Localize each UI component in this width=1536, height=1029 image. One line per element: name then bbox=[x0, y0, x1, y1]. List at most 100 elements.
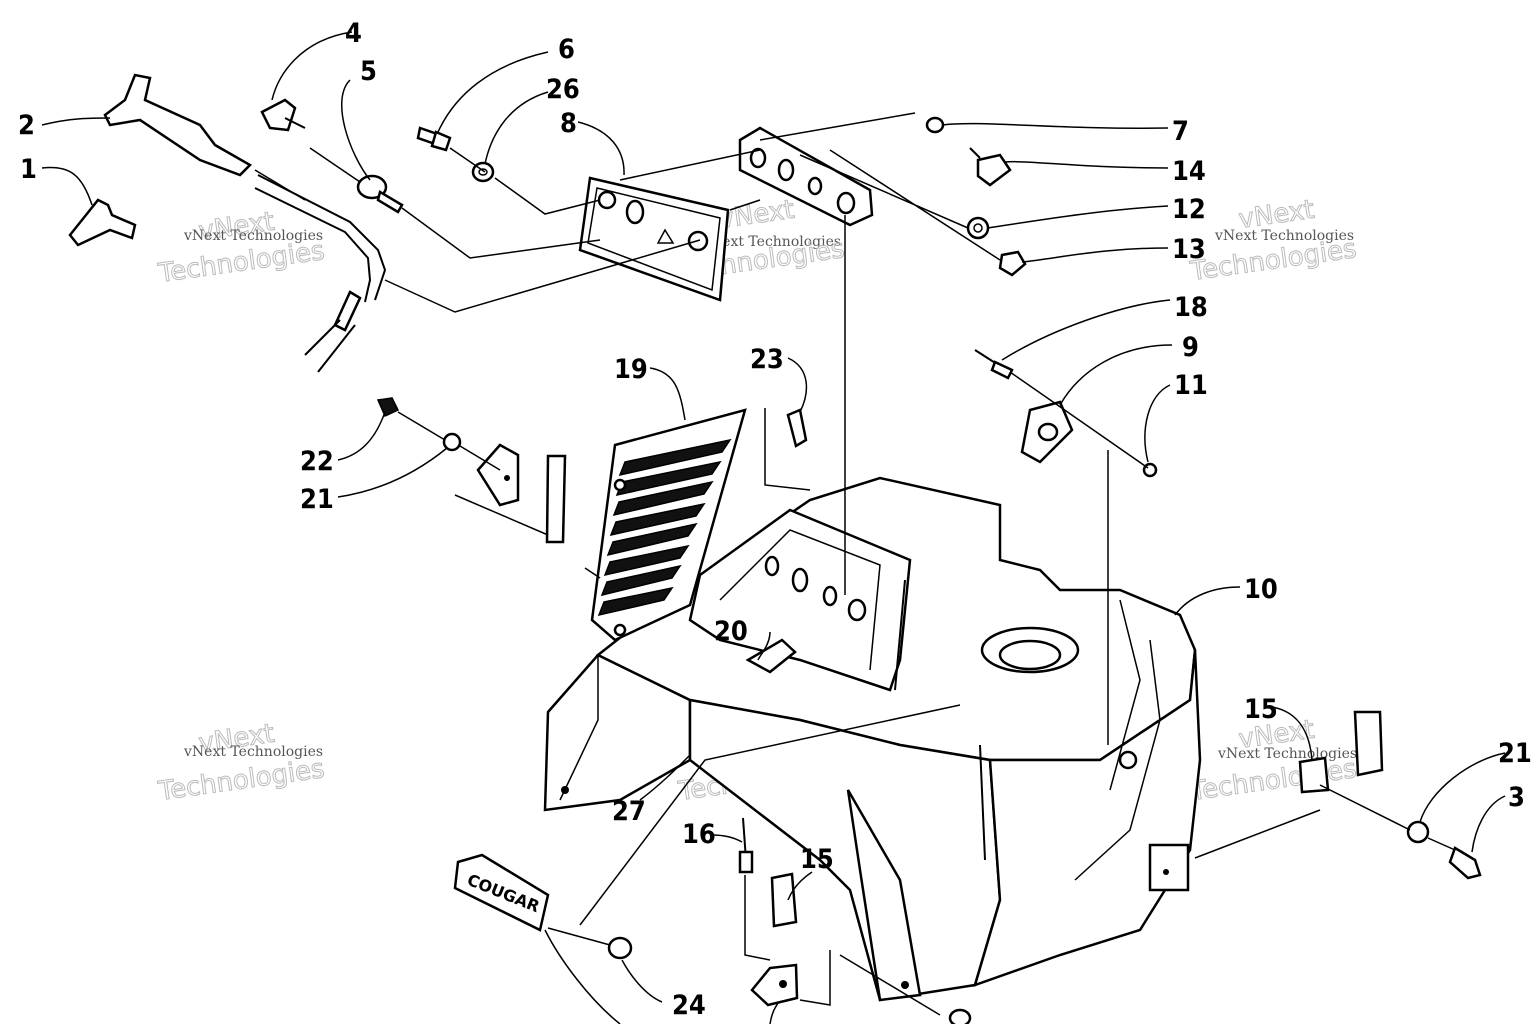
housing-shade-1 bbox=[979, 744, 986, 861]
watermark-left-top: vNext vNext Technologies Technologies bbox=[155, 206, 327, 289]
callout-4: 4 bbox=[345, 18, 362, 49]
hardware-screw-6 bbox=[416, 126, 452, 152]
gauge-plate-hole-2 bbox=[777, 158, 795, 182]
louver-slats bbox=[597, 438, 732, 617]
callout-labels: 2 1 4 5 6 26 8 7 14 12 13 18 9 11 10 19 … bbox=[18, 18, 1532, 1021]
console-hole-2 bbox=[791, 567, 809, 593]
svg-text:vNext Technologies: vNext Technologies bbox=[701, 234, 841, 250]
console-hole-1 bbox=[764, 555, 780, 577]
callout-9: 9 bbox=[1182, 332, 1199, 363]
callout-21-left: 21 bbox=[300, 484, 334, 515]
emblem-plate bbox=[453, 853, 550, 932]
washer-21-right bbox=[1406, 820, 1430, 844]
rivet-18 bbox=[974, 349, 1014, 380]
clip-15-right bbox=[1298, 710, 1384, 794]
washer-bottom-right bbox=[948, 1008, 972, 1028]
callout-5: 5 bbox=[360, 56, 377, 87]
nut-13 bbox=[998, 250, 1027, 277]
callout-24: 24 bbox=[672, 990, 706, 1021]
callout-27: 27 bbox=[612, 796, 646, 827]
housing-console-rise-edge bbox=[719, 529, 881, 671]
console-housing bbox=[543, 476, 1202, 1002]
callout-15-bottom: 15 bbox=[800, 844, 834, 875]
callout-10: 10 bbox=[1244, 574, 1278, 605]
housing-shade-2 bbox=[894, 579, 906, 691]
screw-22 bbox=[376, 397, 400, 418]
watermark-right-top: vNext vNext Technologies Technologies bbox=[1187, 194, 1359, 287]
callout-15-right: 15 bbox=[1244, 694, 1278, 725]
callout-23: 23 bbox=[750, 344, 784, 375]
rivet-16 bbox=[738, 817, 754, 874]
svg-text:vNext Technologies: vNext Technologies bbox=[183, 744, 323, 760]
key-head bbox=[260, 98, 297, 132]
emblem-plate-20 bbox=[745, 638, 797, 674]
callout-19: 19 bbox=[614, 354, 648, 385]
callout-14: 14 bbox=[1172, 156, 1206, 187]
gasket-9 bbox=[1020, 400, 1074, 464]
toggle-switch-14 bbox=[969, 147, 1012, 187]
housing-right-bracket bbox=[1148, 843, 1190, 892]
housing-rib-2 bbox=[1109, 599, 1141, 791]
housing-right-bracket-hole bbox=[1163, 869, 1169, 875]
watermark-left-bottom: vNext vNext Technologies Technologies bbox=[155, 718, 327, 807]
decal-hole-1 bbox=[597, 190, 617, 210]
throttle-cable bbox=[257, 174, 387, 301]
ignition-switch bbox=[356, 174, 404, 214]
louver-hole-1 bbox=[613, 478, 627, 492]
gauge-plate-hole-4 bbox=[836, 191, 856, 215]
svg-text:Technologies: Technologies bbox=[156, 754, 327, 807]
decal-warning-symbol bbox=[656, 228, 675, 244]
callout-26: 26 bbox=[546, 74, 580, 105]
louver-hole-2 bbox=[613, 623, 627, 637]
callout-12: 12 bbox=[1172, 194, 1206, 225]
callout-22: 22 bbox=[300, 446, 334, 477]
strip-left bbox=[545, 454, 567, 544]
assembly-lines bbox=[254, 112, 1456, 1016]
callout-leaders bbox=[41, 31, 1506, 1025]
callout-11: 11 bbox=[1174, 370, 1208, 401]
housing-left-hole bbox=[561, 786, 569, 794]
ignition-key bbox=[260, 98, 306, 132]
callout-1: 1 bbox=[20, 154, 37, 185]
washer-21-left bbox=[442, 432, 462, 452]
callout-3: 3 bbox=[1508, 782, 1525, 813]
svg-text:vNext Technologies: vNext Technologies bbox=[183, 228, 323, 244]
callout-8: 8 bbox=[560, 108, 577, 139]
callout-21-right: 21 bbox=[1498, 738, 1532, 769]
control-levers bbox=[68, 73, 387, 373]
housing-front-tab bbox=[846, 789, 922, 1002]
housing-rib-1 bbox=[1074, 639, 1161, 881]
console-hole-4 bbox=[847, 598, 867, 622]
cable-end-rod-2 bbox=[317, 324, 356, 373]
housing-mount-hole-right bbox=[1118, 750, 1138, 770]
clip-23 bbox=[786, 408, 808, 448]
housing-front-hole bbox=[901, 981, 909, 989]
callout-16: 16 bbox=[682, 819, 716, 850]
throttle-lever bbox=[103, 73, 253, 177]
callout-7: 7 bbox=[1172, 116, 1189, 147]
lock-washer-12 bbox=[966, 216, 990, 240]
gauge-mount-plate bbox=[738, 126, 874, 227]
instrument-decal-plate bbox=[578, 176, 730, 302]
key-blade bbox=[284, 117, 306, 129]
decal-hole-2 bbox=[625, 199, 645, 225]
bracket-plate-left bbox=[476, 443, 520, 507]
callout-2: 2 bbox=[18, 110, 35, 141]
bracket-bottom bbox=[750, 963, 799, 1007]
clip-15-bottom bbox=[770, 872, 798, 928]
housing-left-skirt-edge bbox=[559, 655, 599, 801]
louver-panel bbox=[590, 408, 747, 642]
brake-lever bbox=[68, 198, 137, 247]
callout-13: 13 bbox=[1172, 234, 1206, 265]
cable-end-rod-1 bbox=[304, 319, 341, 356]
callout-20: 20 bbox=[714, 616, 748, 647]
cable-end-fitting-1 bbox=[333, 290, 362, 332]
ignition-switch-stem bbox=[376, 190, 404, 214]
console-hole-3 bbox=[822, 585, 838, 607]
decal-plate-outline bbox=[578, 176, 730, 302]
hardware-washer-7 bbox=[925, 116, 945, 134]
callout-18: 18 bbox=[1174, 292, 1208, 323]
svg-text:vNext Technologies: vNext Technologies bbox=[1214, 228, 1354, 244]
